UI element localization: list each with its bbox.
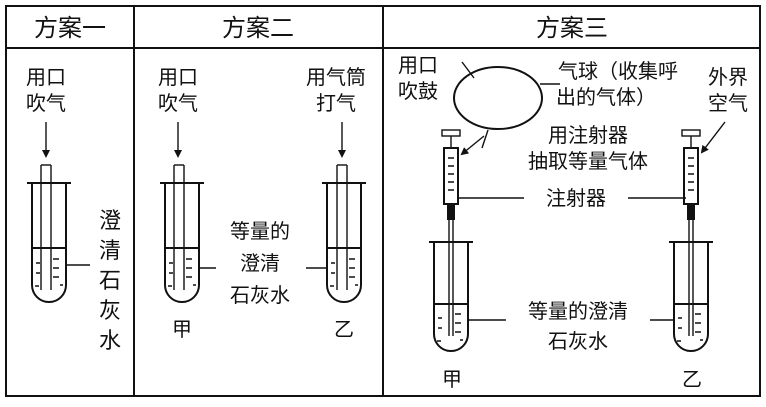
- plan3-syringe-take-label-2: 抽取等量气体: [528, 149, 648, 173]
- plan3-mouth-label-1: 用口: [398, 53, 438, 77]
- plan2-test-tube-b: [322, 164, 366, 303]
- balloon: [453, 66, 543, 130]
- plan2-tube-a-label: 甲: [172, 317, 192, 341]
- svg-text:灰: 灰: [99, 299, 121, 324]
- plan3-test-tube-b: [669, 241, 713, 352]
- header-plan3: 方案三: [536, 14, 608, 42]
- plan3-balloon-label-1: 气球（收集呼: [558, 59, 678, 83]
- plan2-pump-label-2: 打气: [316, 91, 356, 115]
- plan2-equal-label-1: 等量的: [230, 219, 290, 243]
- plan3-equal-label-2: 石灰水: [548, 329, 608, 353]
- plan3-mouth-label-2: 吹鼓: [398, 79, 438, 103]
- plan2-tube-b-label: 乙: [334, 317, 354, 341]
- plan2-mouth-label-2: 吹气: [158, 91, 198, 115]
- plan3-panel: 用口 吹鼓 气球（收集呼 出的气体） 外界 空气 用注射器 抽取等量气体: [398, 53, 748, 391]
- header-plan1: 方案一: [34, 14, 106, 42]
- plan3-tube-a-label: 甲: [442, 367, 462, 391]
- plan1-blow-label-2: 吹气: [26, 91, 66, 115]
- syringe-right-joint: [687, 204, 695, 220]
- syringe-right: [681, 129, 701, 336]
- plan2-test-tube-a: [160, 164, 204, 303]
- svg-text:澄: 澄: [99, 209, 121, 234]
- plan3-test-tube-a: [429, 241, 473, 352]
- outside-air-arrow: [700, 121, 726, 154]
- plan2-mouth-label-1: 用口: [158, 65, 198, 89]
- plan3-syringe-take-label-1: 用注射器: [548, 123, 628, 147]
- plan3-outside-label-2: 空气: [708, 91, 748, 115]
- plan3-outside-label-1: 外界: [708, 65, 748, 89]
- plan2-equal-label-2: 澄清: [240, 251, 280, 275]
- plan2-equal-label-3: 石灰水: [230, 283, 290, 307]
- plan3-syringe-label: 注射器: [546, 186, 606, 210]
- plan3-equal-label-1: 等量的澄清: [528, 299, 628, 323]
- plan1-blow-label-1: 用口: [26, 65, 66, 89]
- balloon-neck-lines: [461, 61, 489, 149]
- plan1-panel: 用口 吹气 澄 清 石 灰 水: [26, 65, 121, 354]
- syringe-left-joint: [447, 204, 455, 220]
- syringe-left: [441, 129, 461, 336]
- plan3-balloon-label-2: 出的气体）: [556, 85, 656, 109]
- header-plan2: 方案二: [222, 14, 294, 42]
- svg-text:水: 水: [99, 329, 121, 354]
- plan2-panel: 用口 吹气 用气筒 打气 等量的 澄清 石灰水 甲: [158, 65, 366, 341]
- plan3-tube-b-label: 乙: [682, 367, 702, 391]
- plan2-pump-label-1: 用气筒: [306, 65, 366, 89]
- plan1-limewater-label: 澄 清 石 灰 水: [99, 209, 121, 354]
- svg-text:清: 清: [99, 239, 121, 264]
- svg-text:石: 石: [99, 269, 121, 294]
- balloon-to-syringe-arrow: [460, 135, 485, 156]
- plan1-test-tube: [27, 164, 71, 303]
